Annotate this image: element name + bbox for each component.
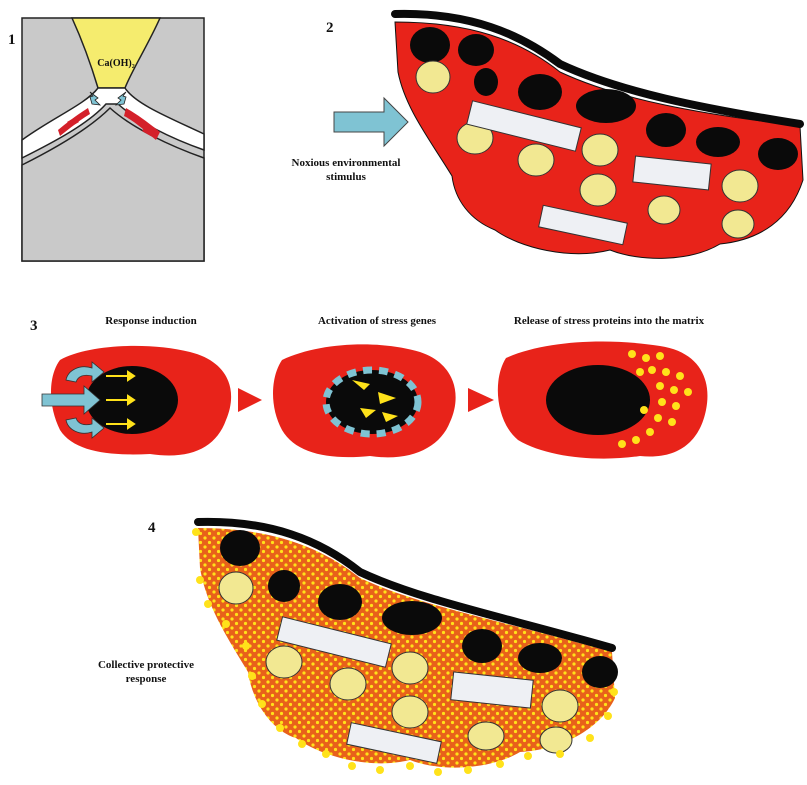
panel-number-1: 1	[8, 32, 16, 49]
panel-4-tissue	[192, 522, 618, 776]
panel-1-tooth-section: Ca(OH)₂	[22, 18, 204, 261]
red-triangle-arrow-icon	[468, 388, 494, 412]
panel-number-3: 3	[30, 318, 38, 335]
panel-2-tissue	[395, 14, 803, 258]
panel-3-cell-3	[498, 342, 708, 459]
panel-number-2: 2	[326, 20, 334, 37]
panel-number-4: 4	[148, 520, 156, 537]
chemical-label: Ca(OH)₂	[97, 58, 134, 69]
stimulus-label: Noxious environmental stimulus	[290, 156, 402, 184]
red-triangle-arrow-icon	[238, 388, 262, 412]
panel-3-cell-1	[42, 346, 231, 456]
step-label-release-stress-proteins: Release of stress proteins into the matr…	[494, 314, 724, 328]
panel-3-cell-2	[273, 344, 456, 457]
stimulus-arrow-icon	[334, 98, 408, 146]
step-label-response-induction: Response induction	[86, 314, 216, 328]
collective-response-label: Collective protective response	[92, 658, 200, 686]
step-label-activation-stress-genes: Activation of stress genes	[302, 314, 452, 328]
